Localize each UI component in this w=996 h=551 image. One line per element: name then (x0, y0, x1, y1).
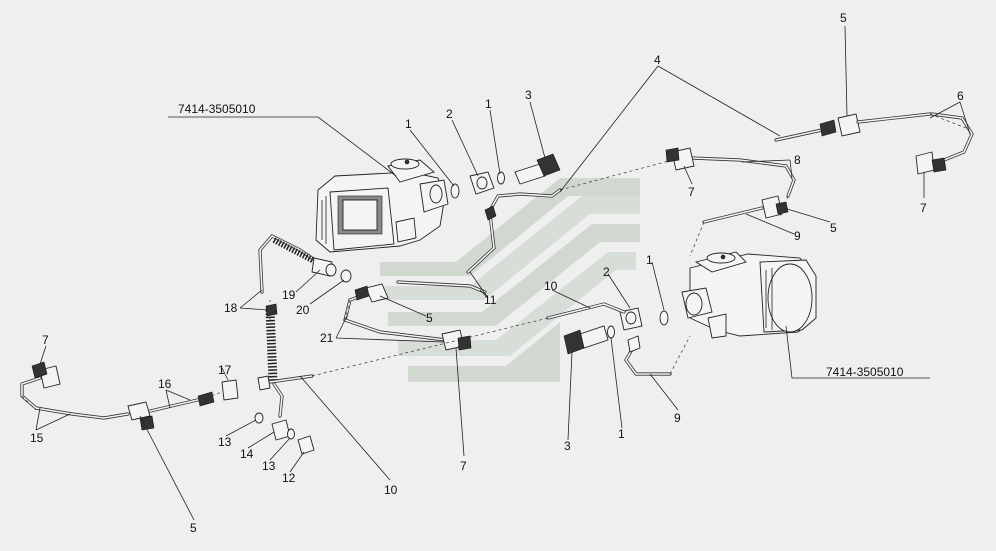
callout-10-top: 10 (544, 279, 558, 293)
washer-13-a (254, 412, 264, 424)
callout-11: 11 (484, 293, 497, 307)
fitting-5-top (837, 112, 932, 137)
callout-4: 4 (654, 53, 661, 67)
callout-1-top: 1 (405, 117, 412, 131)
leader-lines (35, 25, 971, 521)
callout-7-center: 7 (688, 185, 695, 199)
washer-1-bottom (607, 325, 615, 339)
fitting-2-right (619, 307, 643, 331)
fitting-2-top (469, 171, 495, 195)
callout-2-right: 2 (603, 265, 610, 279)
tube-15 (20, 361, 130, 420)
tube-11 (396, 205, 497, 294)
assembly-label-left: 7414-3505010 (178, 102, 256, 116)
banjo-bolt-3-top (514, 153, 561, 185)
callout-1-right: 1 (646, 253, 653, 267)
callout-1-bottom: 1 (618, 427, 625, 441)
callout-5-bottom: 5 (190, 521, 197, 535)
callout-15: 15 (30, 431, 44, 445)
banjo-bolt-3-bottom (563, 325, 609, 355)
callout-3-bottom: 3 (564, 439, 571, 453)
tube-10-right (546, 302, 626, 320)
washer-13-b (287, 428, 295, 440)
callout-16: 16 (158, 377, 172, 391)
callout-7-bottom: 7 (460, 459, 467, 473)
callout-5-top: 5 (840, 11, 847, 25)
callout-13-b: 13 (262, 459, 276, 473)
callout-5-right: 5 (830, 221, 837, 235)
left-hydraulic-unit (315, 158, 449, 253)
assembly-label-right: 7414-3505010 (826, 365, 904, 379)
washer-1-right (659, 310, 669, 326)
callout-7-left: 7 (42, 333, 49, 347)
callout-12: 12 (282, 471, 296, 485)
right-hydraulic-unit (681, 251, 817, 339)
callout-8: 8 (794, 153, 801, 167)
callout-18: 18 (224, 301, 238, 315)
nut-17 (221, 379, 239, 401)
washer-1-top (450, 183, 460, 199)
callout-9-bottom: 9 (674, 411, 681, 425)
washer-1-mid (497, 171, 505, 185)
callout-3-top: 3 (525, 88, 532, 102)
callout-17: 17 (218, 363, 232, 377)
fitting-5-right (702, 195, 789, 224)
callout-labels: 7414-3505010 7414-3505010 1 2 1 3 4 5 6 … (30, 11, 964, 535)
tube-4-left (486, 188, 562, 216)
fitting-14 (271, 419, 291, 441)
callout-2-top: 2 (446, 107, 453, 121)
watermark-logo (380, 178, 640, 382)
callout-14: 14 (240, 447, 254, 461)
callout-6: 6 (957, 89, 964, 103)
callout-19: 19 (282, 288, 296, 302)
callout-1-mid: 1 (485, 97, 492, 111)
tube-8 (665, 147, 796, 198)
callout-5-mid: 5 (426, 311, 433, 325)
tube-6 (915, 112, 974, 175)
bolt-12 (297, 435, 315, 455)
callout-20: 20 (296, 303, 310, 317)
callout-13-a: 13 (218, 435, 232, 449)
nut-19-20 (311, 257, 352, 283)
tube-9-bottom (624, 335, 672, 376)
callout-9-right: 9 (794, 229, 801, 243)
fitting-16 (127, 391, 215, 431)
dashed-connectors (21, 113, 967, 411)
tube-4-right (774, 119, 837, 142)
callout-10-bottom: 10 (384, 483, 398, 497)
hose-18 (258, 234, 320, 294)
callout-21: 21 (320, 331, 334, 345)
tube-10-left (257, 374, 314, 418)
spring-hose-18 (265, 303, 278, 381)
callout-7-far-right: 7 (920, 201, 927, 215)
